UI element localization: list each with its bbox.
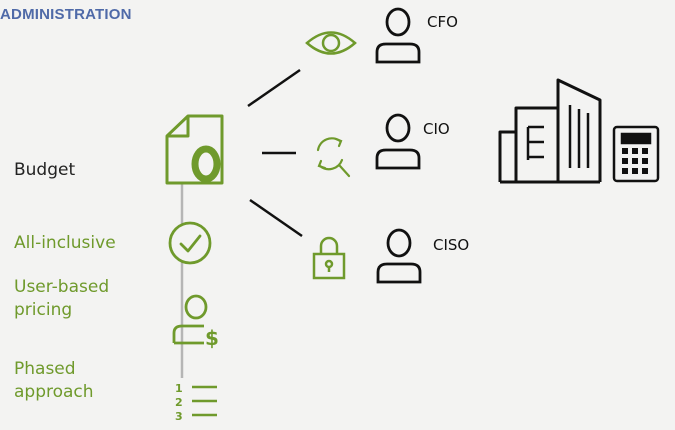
padlock-icon bbox=[312, 236, 346, 280]
all-inclusive-label: All-inclusive bbox=[14, 233, 116, 253]
role-ciso: CISO bbox=[433, 236, 470, 254]
page-title: ADMINISTRATION bbox=[0, 6, 132, 23]
check-circle-icon bbox=[168, 221, 212, 265]
building-icon bbox=[498, 78, 602, 184]
role-cio: CIO bbox=[423, 120, 450, 138]
dollar-sign: $ bbox=[205, 326, 219, 350]
list-number-3: 3 bbox=[175, 410, 183, 423]
phased-approach-label: Phased approach bbox=[14, 359, 94, 402]
connector-line-ciso bbox=[249, 198, 303, 238]
person-icon bbox=[375, 7, 421, 64]
user-based-pricing-label: User-based pricing bbox=[14, 277, 110, 320]
eye-icon bbox=[305, 31, 357, 55]
refresh-search-icon bbox=[316, 137, 351, 178]
list-number-2: 2 bbox=[175, 396, 183, 409]
role-cfo: CFO bbox=[427, 13, 458, 31]
budget-label: Budget bbox=[14, 160, 76, 180]
document-icon bbox=[165, 114, 224, 185]
calculator-icon bbox=[612, 125, 660, 183]
connector-line-cfo bbox=[247, 68, 301, 108]
list-number-1: 1 bbox=[175, 382, 183, 395]
person-icon bbox=[375, 113, 421, 170]
numbered-list-icon: 1 2 3 bbox=[172, 378, 217, 430]
user-dollar-icon bbox=[172, 294, 208, 345]
person-icon bbox=[376, 228, 422, 284]
